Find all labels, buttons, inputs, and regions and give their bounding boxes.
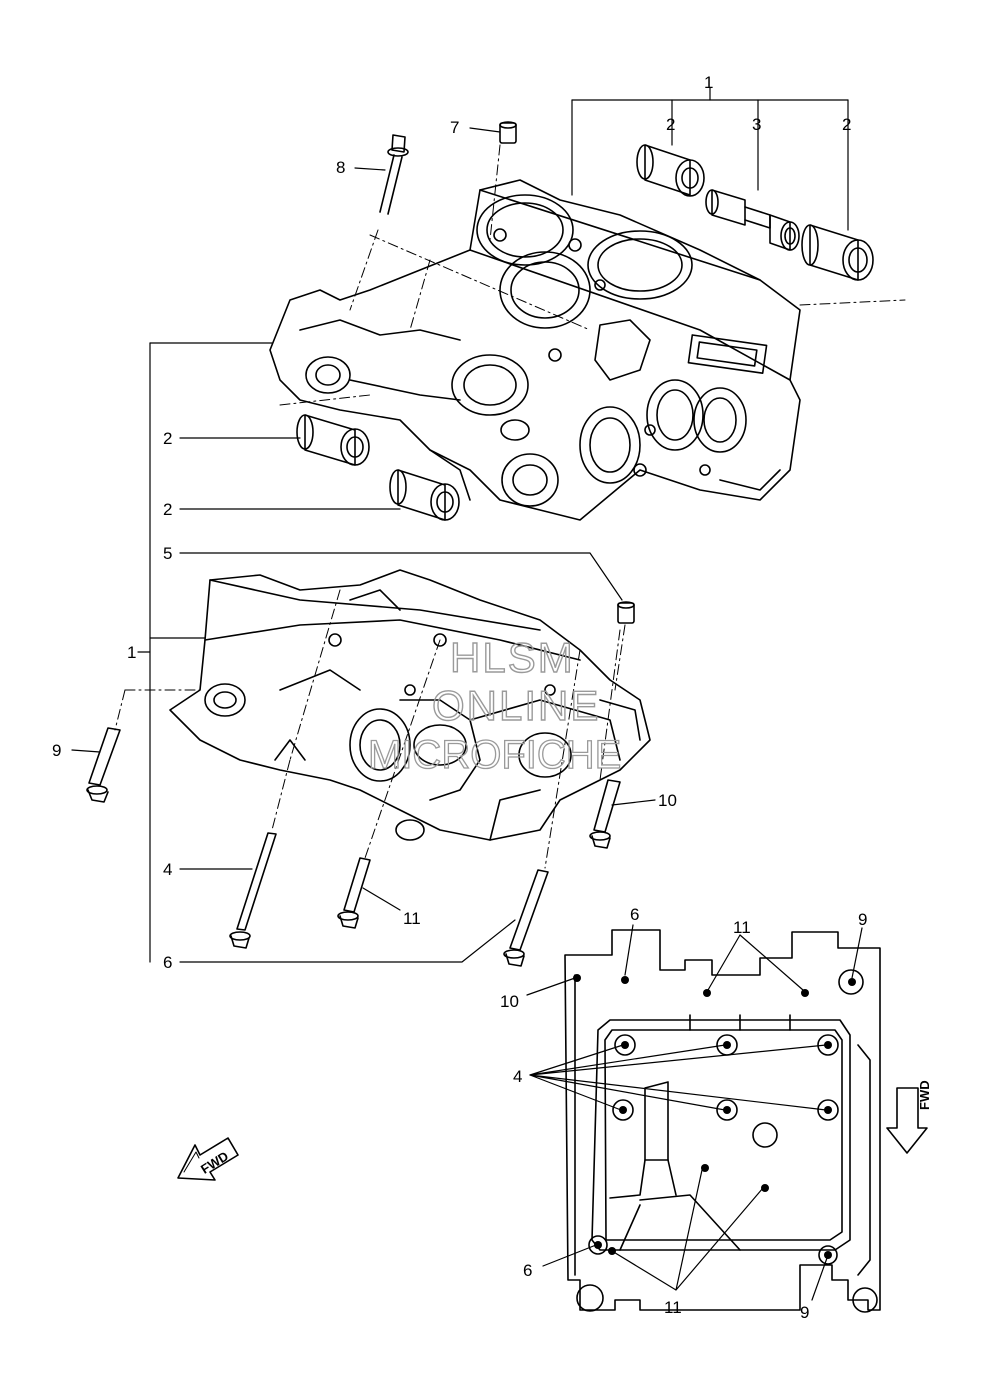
- callout-7: 7: [450, 118, 459, 137]
- bushing-2-middle: [296, 414, 370, 466]
- bushing-2-top-right: [801, 224, 874, 281]
- callout-11-lower: 11: [403, 909, 421, 928]
- callout-10-view: 10: [500, 992, 519, 1011]
- sleeve-3: [705, 189, 800, 251]
- bushing-2-top-left: [636, 144, 705, 197]
- watermark: HLSM ONLINE MICROFICHE: [367, 633, 622, 777]
- fwd-label-right: FWD: [917, 1080, 932, 1110]
- callout-1-left: 1: [127, 643, 136, 662]
- leader-lines: [71, 87, 849, 963]
- watermark-line-2: ONLINE: [432, 682, 600, 729]
- bolt-9-left: [86, 727, 121, 803]
- callout-6-top-view: 6: [630, 905, 639, 924]
- stud-bolt-4: [229, 832, 277, 949]
- bolt-8: [379, 134, 409, 215]
- callout-2-a: 2: [666, 115, 675, 134]
- callout-5: 5: [163, 544, 172, 563]
- callout-11-top-view: 11: [733, 918, 751, 937]
- bushing-2-lower: [389, 469, 460, 521]
- bottom-view-leaders: [526, 924, 863, 1301]
- callout-11-bottom-view: 11: [664, 1298, 682, 1317]
- lower-crankcase: [169, 569, 651, 841]
- callout-2-d: 2: [163, 500, 172, 519]
- callout-9-bottom-view: 9: [800, 1303, 809, 1322]
- callout-6-bottom-view: 6: [523, 1261, 532, 1280]
- bottom-view-diagram: [564, 929, 881, 1313]
- fwd-arrow-left-icon: [177, 1137, 239, 1181]
- callout-labels: 1 2 3 2 7 8 2 2 5 1 9 10 4 11 6 6 11 9 1…: [52, 73, 867, 1322]
- bolt-position-dots: [573, 974, 856, 1259]
- watermark-line-3: MICROFICHE: [368, 733, 621, 777]
- callout-3: 3: [752, 115, 761, 134]
- callout-2-b: 2: [842, 115, 851, 134]
- callout-9-top-view: 9: [858, 910, 867, 929]
- fwd-arrow-right-icon: [886, 1087, 928, 1154]
- callout-1-top: 1: [704, 73, 713, 92]
- dowel-pin-7: [499, 121, 517, 144]
- callout-4-left: 4: [163, 860, 172, 879]
- bolt-6-lower: [503, 869, 549, 967]
- callout-8: 8: [336, 158, 345, 177]
- callout-6-left: 6: [163, 953, 172, 972]
- watermark-line-1: HLSM: [450, 634, 575, 681]
- bolt-11-lower: [337, 857, 371, 929]
- dowel-pin-5: [617, 601, 635, 624]
- callout-9-left: 9: [52, 741, 61, 760]
- callout-2-c: 2: [163, 429, 172, 448]
- alignment-lines: [114, 144, 906, 869]
- upper-crankcase: [269, 179, 801, 521]
- bolt-10-right: [589, 779, 621, 849]
- callout-10-right: 10: [658, 791, 677, 810]
- callout-4-view: 4: [513, 1067, 522, 1086]
